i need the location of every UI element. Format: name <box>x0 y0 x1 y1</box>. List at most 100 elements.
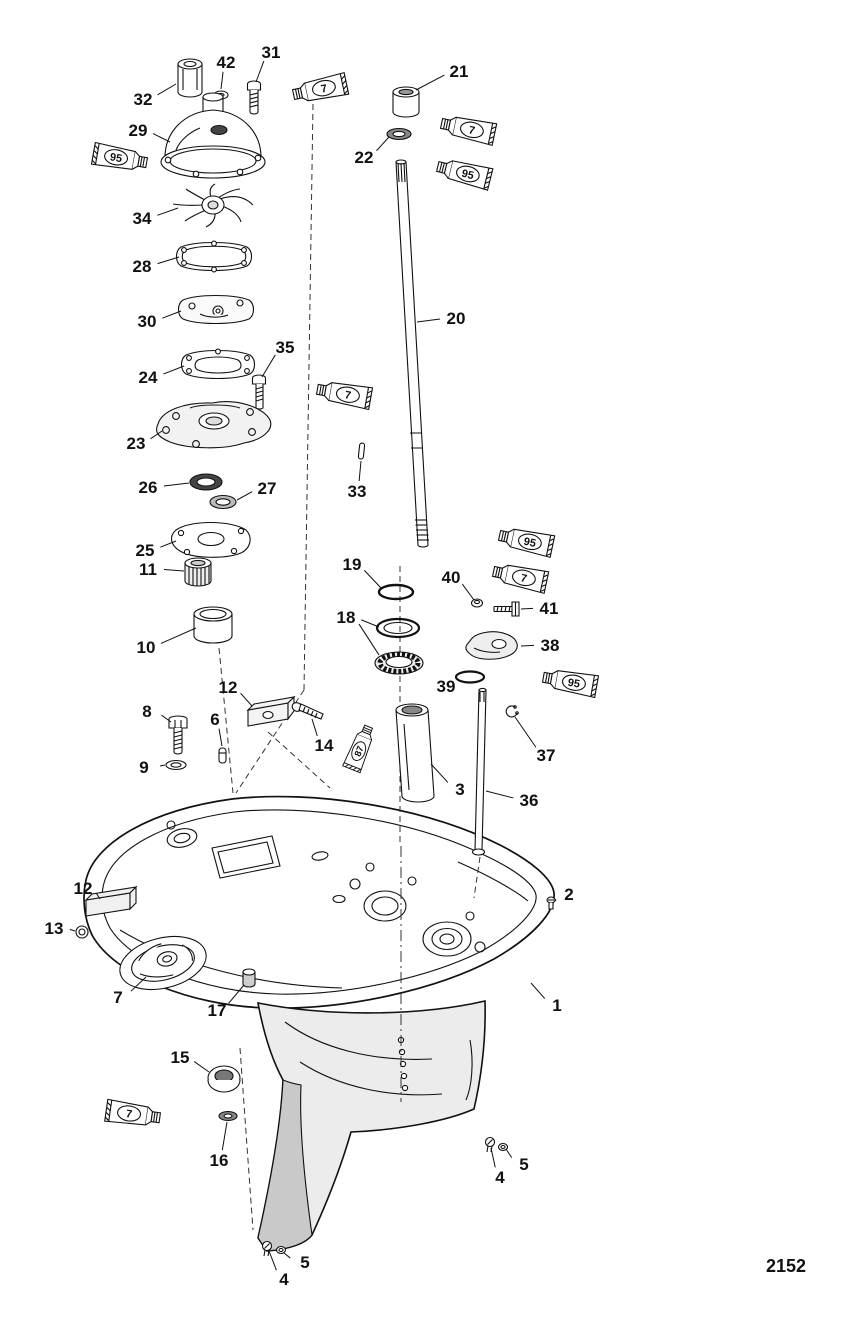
part-9-washer <box>165 759 187 771</box>
lubricant-tube-icon: 87 <box>342 724 374 774</box>
drawing-number: 2152 <box>766 1256 806 1276</box>
part-15-bushing <box>207 1065 241 1093</box>
leader-line <box>218 728 223 747</box>
callout-label: 11 <box>139 560 157 579</box>
part-27-seal <box>209 494 237 510</box>
callout-label: 25 <box>136 541 155 560</box>
callout-label: 15 <box>171 1048 190 1067</box>
lubricant-tube-label: 7 <box>320 83 328 96</box>
part-14-screw <box>291 702 324 720</box>
lubricant-tube-icon: 95 <box>435 160 494 191</box>
part-19-o-ring <box>377 583 415 601</box>
callout-label: 24 <box>139 368 158 387</box>
leader-line <box>520 607 534 610</box>
part-25-gasket <box>171 522 251 558</box>
leader-line <box>236 491 253 501</box>
part-12-anode-upper <box>246 695 296 727</box>
lubricant-tube-label: 95 <box>460 168 475 183</box>
lubricant-tube-label: 95 <box>522 536 536 550</box>
callout-label: 4 <box>495 1168 505 1187</box>
leader-line <box>358 460 362 482</box>
leader-line <box>416 318 441 323</box>
callout-label: 17 <box>208 1001 227 1020</box>
part-33-pin <box>357 442 366 460</box>
leader-line <box>159 764 166 767</box>
callout-label: 13 <box>45 919 64 938</box>
lubricant-tube-icon: 7 <box>104 1098 162 1126</box>
gear-housing <box>83 795 555 1252</box>
callout-label: 20 <box>447 309 466 328</box>
leader-line <box>456 678 460 682</box>
callout-label: 9 <box>139 758 148 777</box>
lubricant-tube-icon: 7 <box>439 116 498 147</box>
callout-label: 28 <box>133 257 152 276</box>
callout-label: 41 <box>540 599 559 618</box>
part-22-seal <box>386 127 412 141</box>
leader-line <box>261 354 276 378</box>
leader-line <box>157 207 179 216</box>
lubricant-tube-icon: 7 <box>315 382 374 411</box>
callout-label: 19 <box>343 555 362 574</box>
leader-line <box>514 716 537 748</box>
callout-label: 34 <box>133 209 152 228</box>
leader-line <box>150 430 163 440</box>
part-13-nut <box>75 925 89 939</box>
leader-line <box>157 256 180 265</box>
leader-line <box>268 1250 277 1271</box>
part-39-o-ring <box>454 670 486 684</box>
callout-label: 14 <box>315 736 334 755</box>
leader-line <box>376 136 390 152</box>
part-18-bearing-set <box>358 617 424 675</box>
leader-line <box>96 893 101 900</box>
leader-line <box>490 1147 496 1168</box>
leader-line <box>160 540 177 548</box>
part-10-sleeve <box>193 606 233 644</box>
callout-label: 37 <box>537 746 556 765</box>
callout-label: 12 <box>74 879 93 898</box>
leader-line <box>161 714 172 723</box>
callout-label: 18 <box>337 608 356 627</box>
callout-label: 33 <box>348 482 367 501</box>
leader-line <box>163 482 190 487</box>
callout-label: 35 <box>276 338 295 357</box>
part-34-impeller <box>172 183 254 228</box>
leader-line <box>554 898 557 902</box>
leader-line <box>163 365 185 375</box>
callout-label: 30 <box>138 312 157 331</box>
callout-label: 31 <box>262 43 281 62</box>
leader-line <box>255 60 265 83</box>
callout-label: 39 <box>437 677 456 696</box>
part-4-screw-bottom <box>261 1240 273 1257</box>
callout-label: 12 <box>219 678 238 697</box>
leader-line <box>221 1121 228 1151</box>
part-36-shift-shaft <box>471 687 487 856</box>
part-23-pump-base <box>155 401 272 449</box>
callout-label: 1 <box>552 996 561 1015</box>
callout-label: 29 <box>129 121 148 140</box>
leader-line <box>193 1061 210 1073</box>
leader-line <box>311 718 318 737</box>
part-38-shift-cam <box>465 631 518 660</box>
leader-line <box>520 644 535 647</box>
callout-label: 42 <box>217 53 236 72</box>
part-7-water-intake <box>119 935 207 991</box>
lubricant-tube-label: 7 <box>467 124 475 137</box>
lubricant-tube-label: 7 <box>519 572 527 585</box>
lubricant-tube-icon: 95 <box>541 670 600 699</box>
part-28-gasket <box>175 240 253 273</box>
callout-label: 40 <box>442 568 461 587</box>
lubricant-tube-label: 7 <box>344 389 352 402</box>
callout-label: 26 <box>139 478 158 497</box>
part-40-nut <box>470 598 484 608</box>
part-29-water-pump-housing <box>160 92 266 179</box>
callout-label: 32 <box>134 90 153 109</box>
leader-line <box>430 763 449 783</box>
part-4-screw-side <box>484 1136 496 1153</box>
part-17-plug <box>242 968 256 988</box>
callout-label: 4 <box>279 1270 289 1289</box>
callout-label: 3 <box>455 780 464 799</box>
part-11-bearing <box>184 557 212 587</box>
